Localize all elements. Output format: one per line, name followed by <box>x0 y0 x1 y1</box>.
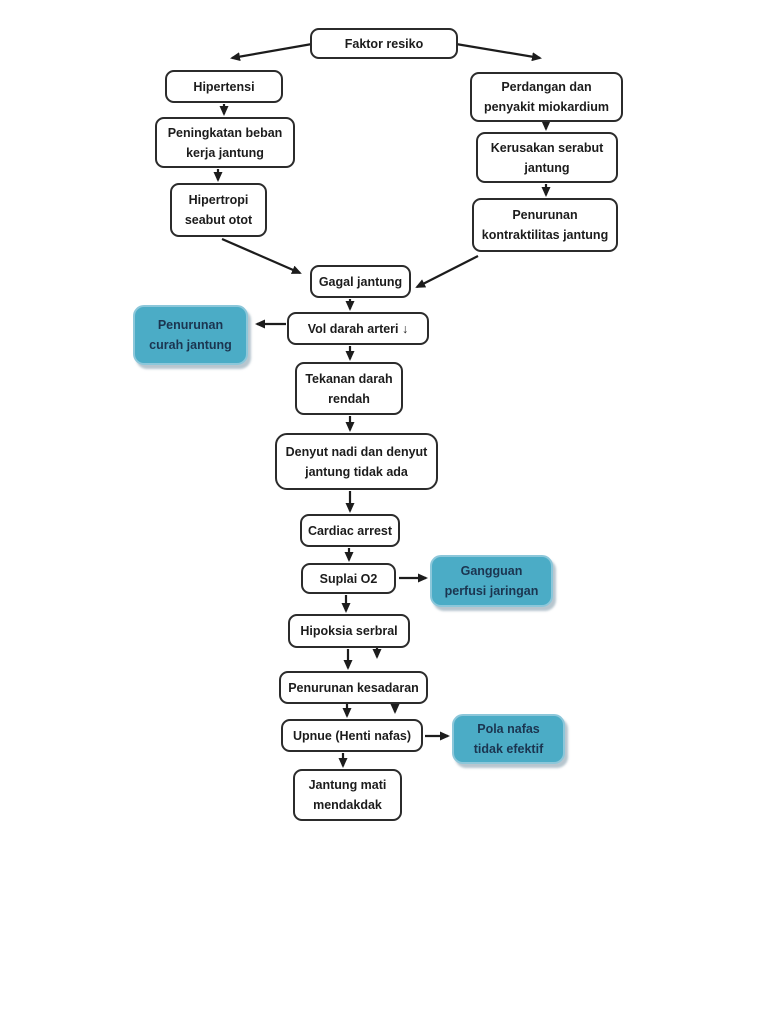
node-suplai-o2: Suplai O2 <box>301 563 396 594</box>
node-hipoksia-serbral: Hipoksia serbral <box>288 614 410 648</box>
node-pola-nafas-tidak-efektif: Pola nafas tidak efektif <box>452 714 565 764</box>
node-hipertropi-seabut-otot: Hipertropi seabut otot <box>170 183 267 237</box>
node-gangguan-perfusi-jaringan: Gangguan perfusi jaringan <box>430 555 553 607</box>
node-faktor-resiko: Faktor resiko <box>310 28 458 59</box>
node-gagal-jantung: Gagal jantung <box>310 265 411 298</box>
arrow-kontraktilitas-to-gagal <box>415 255 479 288</box>
node-penurunan-kesadaran: Penurunan kesadaran <box>279 671 428 704</box>
arrow-faktor-to-perdangan <box>455 42 542 62</box>
node-tekanan-darah-rendah: Tekanan darah rendah <box>295 362 403 415</box>
node-jantung-mati-mendakdak: Jantung mati mendakdak <box>293 769 402 821</box>
node-perdangan-penyakit-miokardium: Perdangan dan penyakit miokardium <box>470 72 623 122</box>
arrow-hipertropi-to-gagal <box>221 237 302 275</box>
node-penurunan-curah-jantung: Penurunan curah jantung <box>133 305 248 365</box>
node-hipertensi: Hipertensi <box>165 70 283 103</box>
node-vol-darah-arteri: Vol darah arteri ↓ <box>287 312 429 345</box>
node-peningkatan-beban-kerja: Peningkatan beban kerja jantung <box>155 117 295 168</box>
node-denyut-nadi-tidak-ada: Denyut nadi dan denyut jantung tidak ada <box>275 433 438 490</box>
arrow-faktor-to-hipertensi <box>230 42 313 62</box>
node-kerusakan-serabut: Kerusakan serabut jantung <box>476 132 618 183</box>
node-cardiac-arrest: Cardiac arrest <box>300 514 400 547</box>
node-penurunan-kontraktilitas: Penurunan kontraktilitas jantung <box>472 198 618 252</box>
node-upnue-henti-nafas: Upnue (Henti nafas) <box>281 719 423 752</box>
